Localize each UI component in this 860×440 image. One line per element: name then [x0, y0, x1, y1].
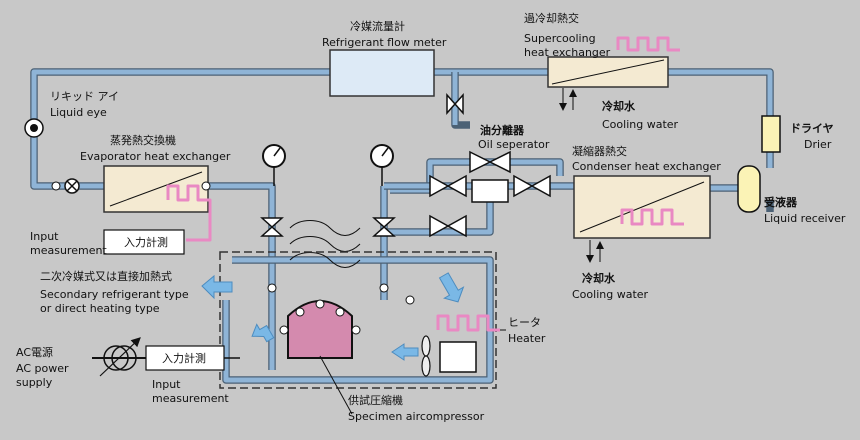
- arrow-icon: [201, 274, 233, 300]
- supercooling-label-en1: Supercooling: [524, 32, 596, 45]
- input-measurement-bottom-en1: Input: [152, 378, 181, 391]
- labels: 冷媒流量計 Refrigerant flow meter 過冷却熱交 Super…: [16, 11, 846, 423]
- drier: [761, 115, 781, 153]
- fan-icon: [421, 335, 431, 377]
- secondary-label-ja: 二次冷媒式又は直接加熱式: [40, 269, 172, 283]
- specimen-compressor: [267, 283, 415, 359]
- oil-separator-label-ja: 油分離器: [480, 123, 525, 137]
- ac-label-en2: supply: [16, 376, 53, 389]
- valve-icon: [260, 217, 284, 237]
- secondary-label-en1: Secondary refrigerant type: [40, 288, 189, 301]
- valve-icon: [429, 174, 467, 198]
- liquid-eye-label-en: Liquid eye: [50, 106, 107, 119]
- receiver-label-ja: 受液器: [764, 195, 798, 209]
- valve-icon: [429, 214, 467, 238]
- expansion-valve: [51, 178, 80, 194]
- liquid-eye-label-ja: リキッド アイ: [50, 90, 119, 103]
- arrow-icon: [391, 343, 419, 361]
- arrow-icon: [251, 323, 275, 343]
- evaporator-label-en: Evaporator heat exchanger: [80, 150, 231, 163]
- evaporator-heat-exchanger: [103, 165, 212, 242]
- valve-icon: [513, 174, 551, 198]
- leader-lines: [319, 329, 506, 415]
- heater-unit: [439, 341, 477, 373]
- heater-coil: [436, 314, 500, 332]
- heater-label-en: Heater: [508, 332, 546, 345]
- pressure-gauges: [262, 144, 394, 186]
- test-enclosure: [219, 251, 497, 389]
- condenser-heat-exchanger: [573, 175, 711, 263]
- pipe-network: [30, 68, 774, 384]
- input-measurement-box-bottom: [145, 345, 225, 371]
- liquid-eye: [24, 118, 44, 138]
- gauge-icon: [262, 144, 286, 186]
- evaporator-label-ja: 蒸発熱交換機: [110, 133, 176, 147]
- drier-label-ja: ドライヤ: [790, 122, 834, 135]
- cooling-water-top-ja: 冷却水: [602, 99, 636, 113]
- supercooling-label-ja: 過冷却熱交: [524, 11, 579, 25]
- flow-meter-label-en: Refrigerant flow meter: [322, 36, 447, 49]
- input-measurement-top-en1: Input: [30, 230, 59, 243]
- valve-icon: [469, 150, 511, 174]
- cooling-water-bottom-ja: 冷却水: [582, 271, 616, 285]
- input-measurement-box-top: [103, 229, 185, 255]
- coil-pipe: [289, 220, 361, 268]
- condenser-label-en: Condenser heat exchanger: [572, 160, 721, 173]
- cooling-water-bottom-en: Cooling water: [572, 288, 649, 301]
- flow-meter-label-ja: 冷媒流量計: [350, 19, 405, 33]
- compressor-label-ja: 供試圧縮機: [348, 393, 403, 407]
- compressor-label-en: Specimen aircompressor: [348, 410, 485, 423]
- air-flow-arrows: [201, 272, 465, 361]
- input-measurement-bottom-en2: measurement: [152, 392, 229, 405]
- liquid-receiver: [737, 165, 761, 213]
- input-measurement-box-top-label: 入力計測: [124, 235, 168, 249]
- oil-separator-label-en: Oil seperator: [478, 138, 550, 151]
- flow-meter: [329, 49, 435, 97]
- receiver-label-en: Liquid receiver: [764, 212, 846, 225]
- input-measurement-top-en2: measurement: [30, 244, 107, 257]
- arrow-icon: [438, 272, 465, 303]
- oil-separator: [471, 179, 509, 203]
- heater-label-ja: ヒータ: [508, 316, 541, 329]
- cooling-water-top-en: Cooling water: [602, 118, 679, 131]
- ac-label-en1: AC power: [16, 362, 69, 375]
- valve-icon: [446, 93, 464, 115]
- supercooling-heat-exchanger: [547, 36, 680, 111]
- valves: [260, 93, 551, 238]
- valve-icon: [372, 217, 396, 237]
- supercooling-label-en2: heat exchanger: [524, 46, 611, 59]
- drier-label-en: Drier: [804, 138, 832, 151]
- input-measurement-box-bottom-label: 入力計測: [162, 351, 206, 365]
- condenser-label-ja: 凝縮器熱交: [572, 144, 627, 158]
- ac-label-ja: AC電源: [16, 345, 53, 359]
- secondary-label-en2: or direct heating type: [40, 302, 160, 315]
- gauge-icon: [370, 144, 394, 186]
- transformer-icon: [92, 337, 240, 377]
